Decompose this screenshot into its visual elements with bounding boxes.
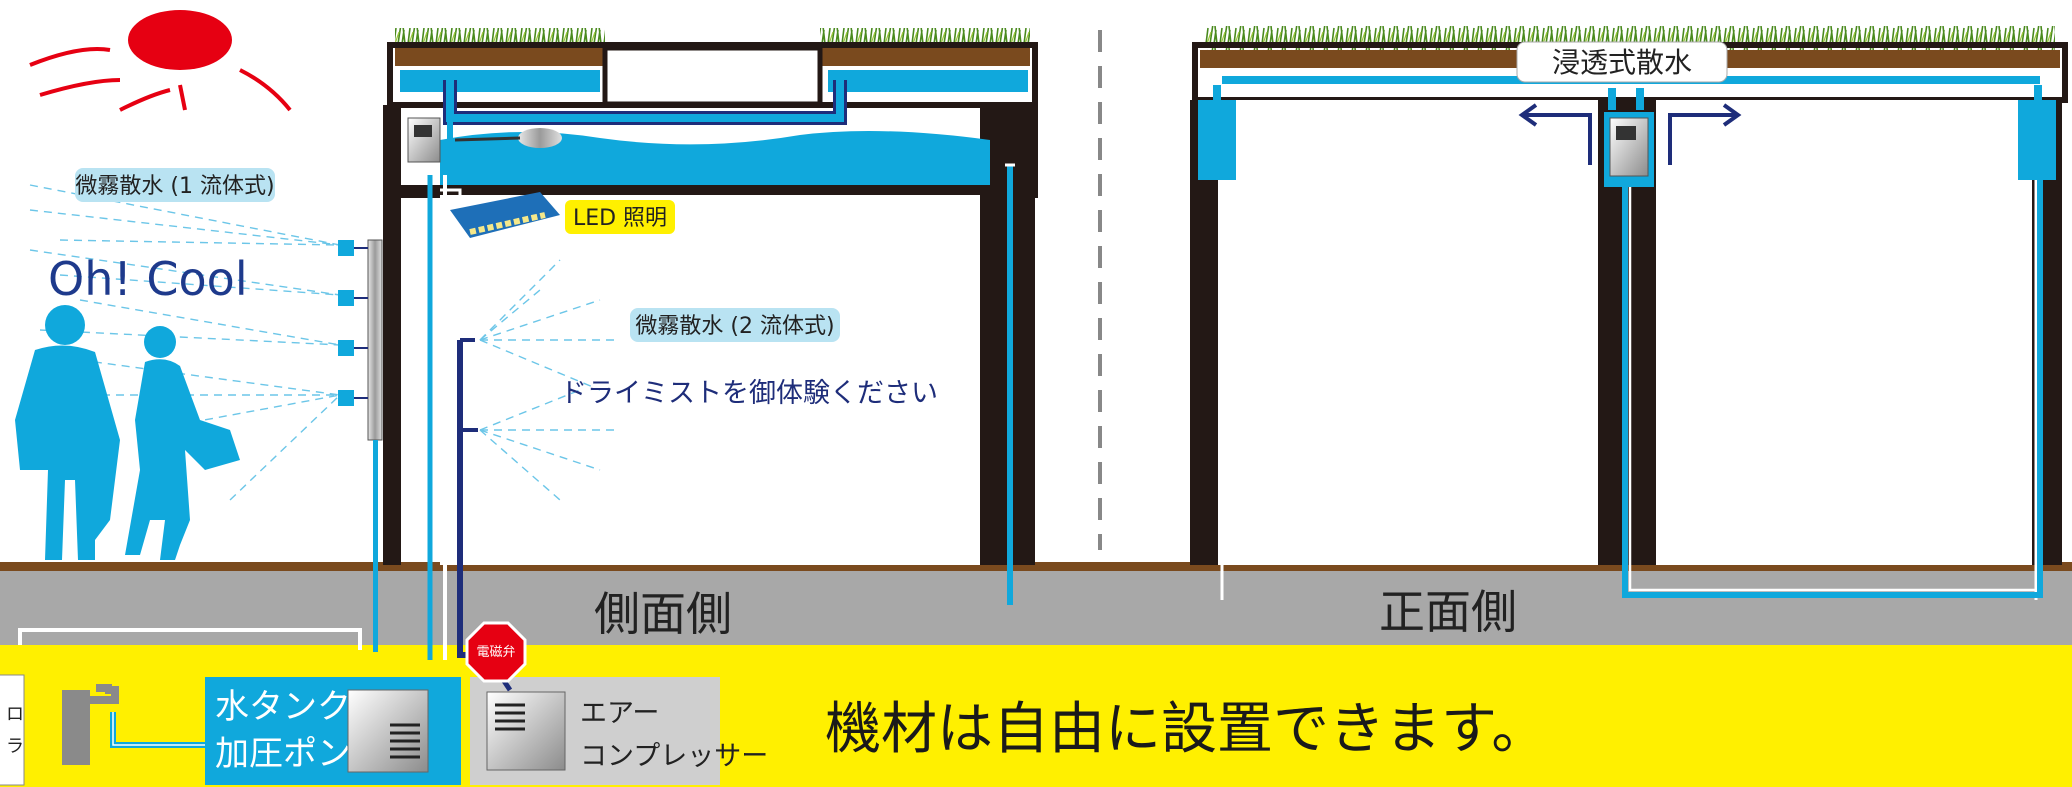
controller-line1: ロ <box>6 704 24 725</box>
side-view-pipes <box>18 80 1015 660</box>
dry-mist-text: ドライミストを御体験ください <box>560 378 938 409</box>
side-view-label: 側面側 <box>594 587 732 641</box>
mist-spray-right <box>479 259 620 501</box>
air-compressor: エアー コンプレッサー <box>470 677 768 785</box>
person-icon <box>15 305 240 560</box>
roof-pump-icon <box>407 117 562 163</box>
mist-two-fluid-text: 微霧散水 (2 流体式) <box>635 314 834 339</box>
pipe-nozzle-feed <box>373 440 378 652</box>
arrow-right-icon <box>1668 103 1742 165</box>
mist-two-fluid-bg <box>630 308 840 342</box>
comp-line1: エアー <box>580 698 659 729</box>
sun-icon <box>29 10 292 112</box>
side-view-structure <box>383 28 1038 565</box>
led-light-icon <box>450 192 560 238</box>
solenoid-label: 電磁弁 <box>476 645 515 660</box>
infiltration-label-bg <box>1516 41 1728 83</box>
nozzle-column <box>367 239 383 441</box>
front-view-structure <box>1190 26 2068 565</box>
water-tank-pump: 水タンク 加圧ポンプ <box>205 677 461 785</box>
nozzle-icon <box>338 240 354 406</box>
oh-cool-text: Oh! Cool <box>48 252 248 306</box>
comp-line2: コンプレッサー <box>580 741 768 772</box>
mist-one-fluid-label: 微霧散水 (1 流体式) <box>75 168 275 202</box>
bottom-message: 機材は自由に設置できます。 <box>825 697 1547 762</box>
controller-line2: ラ <box>6 736 24 757</box>
led-label: LED 照明 <box>573 206 667 231</box>
faucet-icon <box>62 684 205 765</box>
mist-one-fluid-text: 微霧散水 (1 流体式) <box>75 174 274 199</box>
road <box>0 568 2072 645</box>
tank-line1: 水タンク <box>215 687 351 727</box>
stop-sign-icon: 電磁弁 <box>465 621 527 692</box>
controller-box: ロ ラ <box>0 674 25 786</box>
front-pump-icon <box>1609 117 1649 177</box>
ground-line <box>0 562 2072 571</box>
mist-spray-left <box>29 184 341 501</box>
led-label-bg <box>565 200 675 234</box>
pump-icon <box>347 689 429 773</box>
infiltration-label: 浸透式散水 <box>1552 46 1692 79</box>
front-view-label: 正面側 <box>1379 585 1517 639</box>
arrow-left-icon <box>1518 103 1592 165</box>
